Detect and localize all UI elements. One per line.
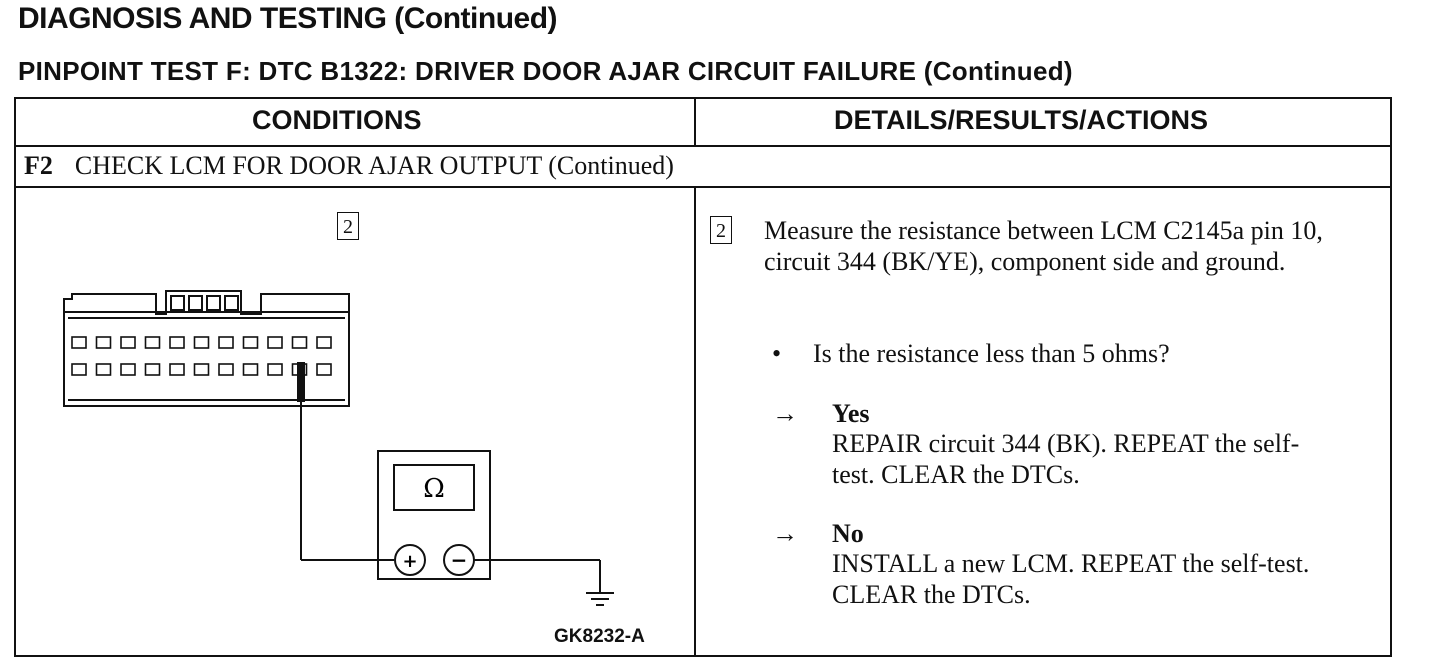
question-text: Is the resistance less than 5 ohms?	[813, 339, 1170, 368]
test-table: CONDITIONS DETAILS/RESULTS/ACTIONS F2 CHE…	[14, 97, 1392, 657]
pin-cavity	[71, 336, 87, 349]
yes-action: REPAIR circuit 344 (BK). REPEAT the self…	[832, 429, 1300, 489]
meter-display	[393, 464, 475, 511]
yes-arrow: →	[772, 399, 798, 428]
pin-cavity	[95, 363, 112, 376]
connector-pin-cavities	[71, 336, 332, 376]
pinpoint-test-title: PINPOINT TEST F: DTC B1322: DRIVER DOOR …	[18, 56, 1073, 86]
conditions-column-header: CONDITIONS	[252, 105, 422, 135]
step-row: F2 CHECK LCM FOR DOOR AJAR OUTPUT (Contin…	[24, 151, 674, 181]
plus-sign: +	[402, 551, 417, 572]
step-id: F2	[24, 151, 53, 180]
details-step-marker: 2	[710, 216, 732, 244]
pin-cavity	[291, 336, 308, 349]
figure-id: GK8232-A	[554, 626, 645, 647]
ohmmeter-body	[377, 450, 491, 580]
pin-cavity	[218, 363, 234, 376]
pin-cavity	[120, 336, 136, 349]
measure-instruction: Measure the resistance between LCM C2145…	[764, 216, 1323, 276]
figure-step-marker: 2	[337, 212, 359, 240]
yes-label: Yes	[832, 399, 870, 428]
pin-cavity	[316, 363, 332, 376]
pin-cavity	[95, 336, 112, 349]
pin-cavity	[267, 363, 283, 376]
page-title: DIAGNOSIS AND TESTING (Continued)	[18, 2, 558, 35]
pin-cavity	[144, 363, 161, 376]
pin-cavity	[267, 336, 283, 349]
lcm-connector-body	[63, 311, 350, 407]
step-rule	[16, 186, 1390, 188]
connector-meter-diagram: Ω + −	[63, 290, 614, 606]
pin-cavity	[169, 336, 185, 349]
pin-cavity	[218, 336, 234, 349]
connector-top-outline	[63, 290, 350, 315]
details-column-header: DETAILS/RESULTS/ACTIONS	[834, 105, 1209, 135]
pin-cavity	[71, 363, 87, 376]
step-title: CHECK LCM FOR DOOR AJAR OUTPUT (Continue…	[74, 151, 674, 180]
no-arrow: →	[772, 519, 798, 548]
pin-cavity	[316, 336, 332, 349]
no-label: No	[832, 519, 864, 548]
test-probe	[297, 362, 305, 402]
pin-cavity	[242, 363, 259, 376]
header-rule	[16, 145, 1390, 147]
pin-cavity	[242, 336, 259, 349]
pin-cavity	[144, 336, 161, 349]
no-action: INSTALL a new LCM. REPEAT the self-test.…	[832, 549, 1310, 609]
minus-sign: −	[451, 548, 468, 572]
pin-cavity	[193, 363, 210, 376]
pin-cavity	[120, 363, 136, 376]
bullet: •	[772, 339, 782, 368]
pin-cavity	[193, 336, 210, 349]
pin-cavity	[169, 363, 185, 376]
ohm-symbol: Ω	[423, 474, 445, 504]
plus-terminal	[394, 544, 426, 576]
column-divider	[694, 99, 696, 145]
column-divider	[694, 187, 696, 655]
